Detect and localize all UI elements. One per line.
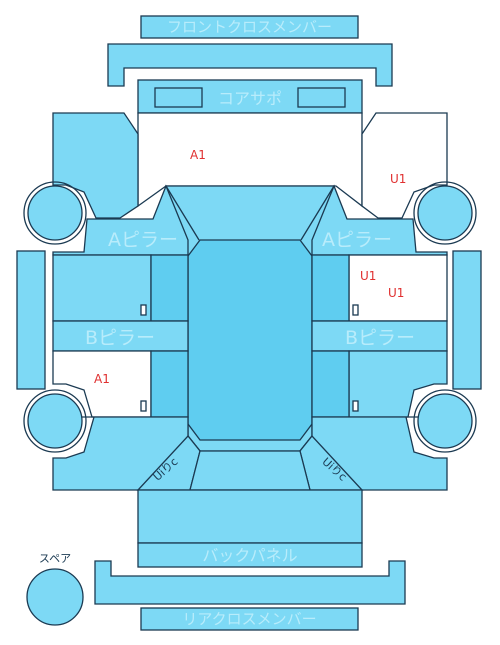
front-left-wheel[interactable] [27,185,83,241]
b-pillar-right-label: Bピラー [345,327,415,349]
front-right-door[interactable] [348,254,448,322]
rear-right-wheel-arch [413,389,477,453]
core-support-slot-left [154,87,203,108]
a-pillar-left-label: Aピラー [108,229,178,251]
rear-right-door-handle [352,400,359,412]
bonnet-damage-code: A1 [190,148,206,162]
left-side-sill[interactable] [16,250,46,390]
a-pillar-right-label: Aピラー [322,229,392,251]
roof-panel[interactable] [187,239,313,441]
right-side-sill[interactable] [452,250,482,390]
spare-tire[interactable] [26,568,84,626]
front-right-fender-damage-code: U1 [390,172,406,186]
rear-cross-member[interactable] [140,607,359,631]
front-cross-bracket[interactable] [107,43,393,87]
front-left-wheel-arch [23,181,87,245]
b-pillar-left[interactable] [52,320,189,352]
rear-cross-bracket[interactable] [94,560,406,605]
rear-left-wheel[interactable] [27,393,83,449]
front-right-door-damage-code-2: U1 [388,286,404,300]
back-panel-label: バックパネル [202,546,297,565]
front-left-fender[interactable] [52,112,139,219]
core-support-slot-right [297,87,346,108]
rear-right-door-pillar[interactable] [311,350,350,418]
front-right-door-handle [352,304,359,316]
spare-label: スペア [39,552,71,565]
rear-left-wheel-arch [23,389,87,453]
front-right-fender[interactable] [361,112,448,219]
back-panel[interactable] [137,542,363,568]
core-support-label: コアサポ [218,89,282,108]
front-right-wheel-arch [413,181,477,245]
front-left-door-pillar[interactable] [150,254,189,322]
rear-right-wheel[interactable] [417,393,473,449]
front-right-door-damage-code-1: U1 [360,269,376,283]
roof-outline [165,185,335,452]
rear-left-door-handle [140,400,147,412]
front-cross-member-label: フロントクロスメンバー [167,18,332,36]
back-panel-area[interactable] [137,489,363,544]
front-cross-member[interactable] [140,15,359,39]
front-left-door[interactable] [52,254,152,322]
front-right-wheel[interactable] [417,185,473,241]
front-left-door-handle [140,304,147,316]
rear-cross-member-label: リアクロスメンバー [182,610,316,628]
b-pillar-left-label: Bピラー [85,327,155,349]
trunk-lid[interactable] [189,450,311,491]
b-pillar-right[interactable] [311,320,448,352]
rear-left-door-pillar[interactable] [150,350,189,418]
front-right-door-pillar[interactable] [311,254,350,322]
rear-left-door-damage-code: A1 [94,372,110,386]
